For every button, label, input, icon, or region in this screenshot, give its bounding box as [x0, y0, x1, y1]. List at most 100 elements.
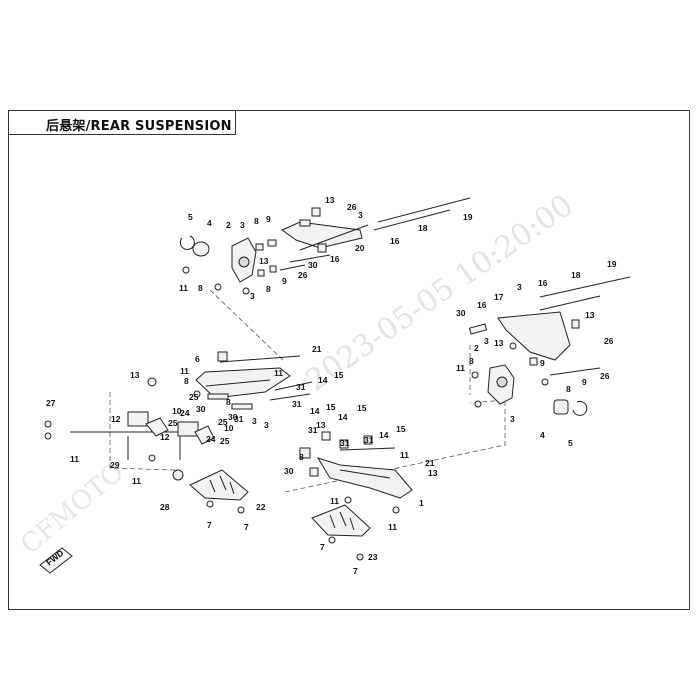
callout: 8	[566, 384, 571, 394]
callout: 20	[355, 243, 365, 253]
skid-plate-23	[311, 504, 371, 561]
callout: 8	[184, 376, 189, 386]
callout: 11	[70, 454, 79, 464]
callout: 14	[379, 430, 389, 440]
callout: 13	[494, 338, 504, 348]
callout: 11	[388, 522, 397, 532]
callout: 3	[358, 210, 363, 220]
callout: 13	[585, 310, 595, 320]
callout: 4	[207, 218, 212, 228]
callout: 16	[330, 254, 340, 264]
stabilizer-bar-assembly	[44, 411, 215, 481]
callout: 16	[390, 236, 400, 246]
callout: 11	[180, 366, 189, 376]
callout: 8	[254, 216, 259, 226]
callout: 3	[510, 414, 515, 424]
callout: 2	[226, 220, 231, 230]
callout: 15	[326, 402, 336, 412]
callout: 9	[282, 276, 287, 286]
callout: 3	[517, 282, 522, 292]
callout: 30	[308, 260, 318, 270]
callout: 10	[224, 423, 234, 433]
callout: 26	[604, 336, 614, 346]
callout: 3	[240, 220, 245, 230]
callout: 9	[266, 214, 271, 224]
callout: 1	[419, 498, 424, 508]
callout: 23	[368, 552, 378, 562]
callout: 24	[206, 434, 216, 444]
callout: 7	[244, 522, 249, 532]
callout: 8	[266, 284, 271, 294]
callout: 31	[340, 438, 350, 448]
callout: 11	[330, 496, 339, 506]
callout: 11	[179, 283, 188, 293]
callout: 26	[600, 371, 610, 381]
callout: 29	[110, 460, 120, 470]
callout: 13	[259, 256, 269, 266]
callout: 19	[463, 212, 473, 222]
callout: 3	[484, 336, 489, 346]
callout: 8	[226, 397, 231, 407]
callout: 25	[218, 417, 228, 427]
callout: 5	[188, 212, 193, 222]
watermark-date: 2023-05-05 10:20:00	[300, 188, 580, 399]
callout: 19	[607, 259, 617, 269]
lower-a-arm-right	[299, 431, 413, 514]
callout: 5	[568, 438, 573, 448]
callout: 10	[172, 406, 182, 416]
callout: 30	[284, 466, 294, 476]
callout: 15	[334, 370, 344, 380]
callout: 21	[425, 458, 435, 468]
callout: 9	[540, 358, 545, 368]
callout: 8	[469, 356, 474, 366]
callout: 7	[207, 520, 212, 530]
callout: 15	[357, 403, 367, 413]
callout: 31	[364, 435, 374, 445]
watermark-brand: CFMOTO	[15, 457, 130, 560]
callout: 31	[292, 399, 302, 409]
callout: 13	[325, 195, 335, 205]
callout: 18	[571, 270, 581, 280]
callout: 25	[168, 418, 178, 428]
callout: 11	[400, 450, 409, 460]
upper-a-arm-left	[147, 351, 313, 410]
callout: 30	[456, 308, 466, 318]
callout: 12	[160, 432, 170, 442]
callout: 27	[46, 398, 56, 408]
callout: 8	[198, 283, 203, 293]
callout: 31	[308, 425, 318, 435]
callout: 30	[228, 412, 238, 422]
assembly-guide-lines	[109, 289, 506, 493]
diagram-frame	[8, 110, 690, 610]
callout: 28	[160, 502, 170, 512]
callout: 17	[494, 292, 504, 302]
callout: 14	[318, 375, 328, 385]
callout: 26	[347, 202, 357, 212]
callout: 18	[418, 223, 428, 233]
callout: 25	[220, 436, 230, 446]
callout: 26	[298, 270, 308, 280]
callout: 13	[428, 468, 438, 478]
callout: 22	[256, 502, 266, 512]
callout: 14	[338, 412, 348, 422]
callout: 3	[264, 420, 269, 430]
upper-knuckle-assembly	[179, 197, 471, 295]
callout: 24	[180, 408, 190, 418]
part-callouts: 5 4 2 3 8 9 13 26 3 19 18 16 20 16 30 13…	[46, 195, 617, 576]
callout: 4	[540, 430, 545, 440]
callout: 13	[130, 370, 140, 380]
callout: 30	[196, 404, 206, 414]
callout: 11	[132, 476, 141, 486]
callout: 25	[189, 392, 199, 402]
callout: 16	[538, 278, 548, 288]
callout: 31	[234, 414, 244, 424]
callout: 14	[310, 406, 320, 416]
skid-plate-22	[189, 469, 249, 514]
callout: 9	[582, 377, 587, 387]
callout: 6	[195, 354, 200, 364]
callout: 16	[477, 300, 487, 310]
title-box	[8, 110, 236, 135]
callout: 7	[320, 542, 325, 552]
callout: 2	[474, 343, 479, 353]
